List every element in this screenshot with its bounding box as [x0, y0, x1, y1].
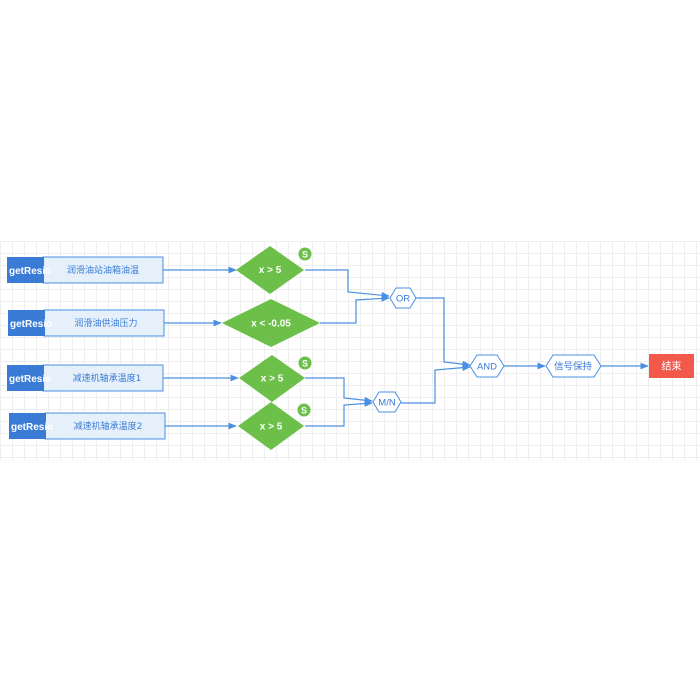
source-tag-box — [9, 413, 46, 439]
wire-mn-and — [401, 364, 471, 404]
condition-node-2[interactable]: x < -0.05 — [222, 299, 320, 347]
gate-label: AND — [477, 362, 497, 373]
source-tag: getResio — [9, 266, 51, 277]
end-box — [649, 354, 694, 378]
condition-node-3[interactable]: x > 5 S — [239, 355, 312, 402]
source-body — [42, 256, 164, 284]
condition-expr: x > 5 — [261, 374, 284, 385]
and-gate[interactable]: AND — [469, 354, 505, 378]
condition-expr: x > 5 — [259, 265, 282, 276]
source-node-2[interactable]: getResio 润滑油供油压力 — [8, 309, 165, 337]
source-body — [44, 412, 166, 440]
condition-diamond — [239, 355, 305, 402]
gate-hexagon — [372, 391, 402, 413]
gate-hexagon — [389, 287, 417, 309]
or-gate[interactable]: OR — [389, 287, 417, 309]
source-label: 润滑油站油箱油温 — [67, 264, 139, 276]
end-label: 结束 — [662, 360, 682, 373]
gate-label: OR — [396, 294, 410, 305]
source-tag: getResio — [10, 319, 52, 330]
gate-hexagon — [469, 354, 505, 378]
condition-diamond — [238, 402, 304, 450]
mn-gate[interactable]: M/N — [372, 391, 402, 413]
badge-circle — [298, 247, 312, 261]
source-tag-box — [7, 257, 44, 283]
source-label: 减速机轴承温度1 — [73, 372, 142, 384]
condition-node-4[interactable]: x > 5 S — [238, 402, 311, 450]
source-tag-box — [8, 310, 45, 336]
badge-circle — [297, 403, 311, 417]
wire-cond3-mn — [305, 377, 373, 404]
wire-cond1-or — [305, 269, 390, 299]
condition-badge: S — [302, 359, 308, 369]
source-node-3[interactable]: getResio 减速机轴承温度1 — [7, 364, 164, 392]
gate-label: 信号保持 — [554, 361, 593, 373]
badge-circle — [298, 356, 312, 370]
wire-cond4-mn — [305, 400, 373, 427]
end-node[interactable]: 结束 — [649, 354, 694, 378]
condition-diamond — [236, 246, 304, 294]
connectors — [163, 266, 649, 430]
gate-label: M/N — [378, 398, 396, 409]
condition-node-1[interactable]: x > 5 S — [236, 246, 312, 294]
source-label: 减速机轴承温度2 — [74, 420, 143, 432]
signal-hold-node[interactable]: 信号保持 — [545, 354, 602, 378]
source-tag: getResio — [11, 422, 53, 433]
condition-badge: S — [302, 250, 308, 260]
source-node-1[interactable]: getResio 润滑油站油箱油温 — [7, 256, 164, 284]
wire-cond2-or — [320, 295, 390, 324]
source-node-4[interactable]: getResio 减速机轴承温度2 — [9, 412, 166, 440]
source-body — [43, 309, 165, 337]
source-body — [42, 364, 164, 392]
condition-expr: x > 5 — [260, 422, 283, 433]
condition-diamond — [222, 299, 320, 347]
condition-expr: x < -0.05 — [251, 319, 291, 330]
wire-or-and — [416, 297, 471, 368]
condition-badge: S — [301, 406, 307, 416]
source-label: 润滑油供油压力 — [74, 317, 137, 329]
source-tag-box — [7, 365, 44, 391]
source-tag: getResio — [9, 374, 51, 385]
gate-hexagon — [545, 354, 602, 378]
